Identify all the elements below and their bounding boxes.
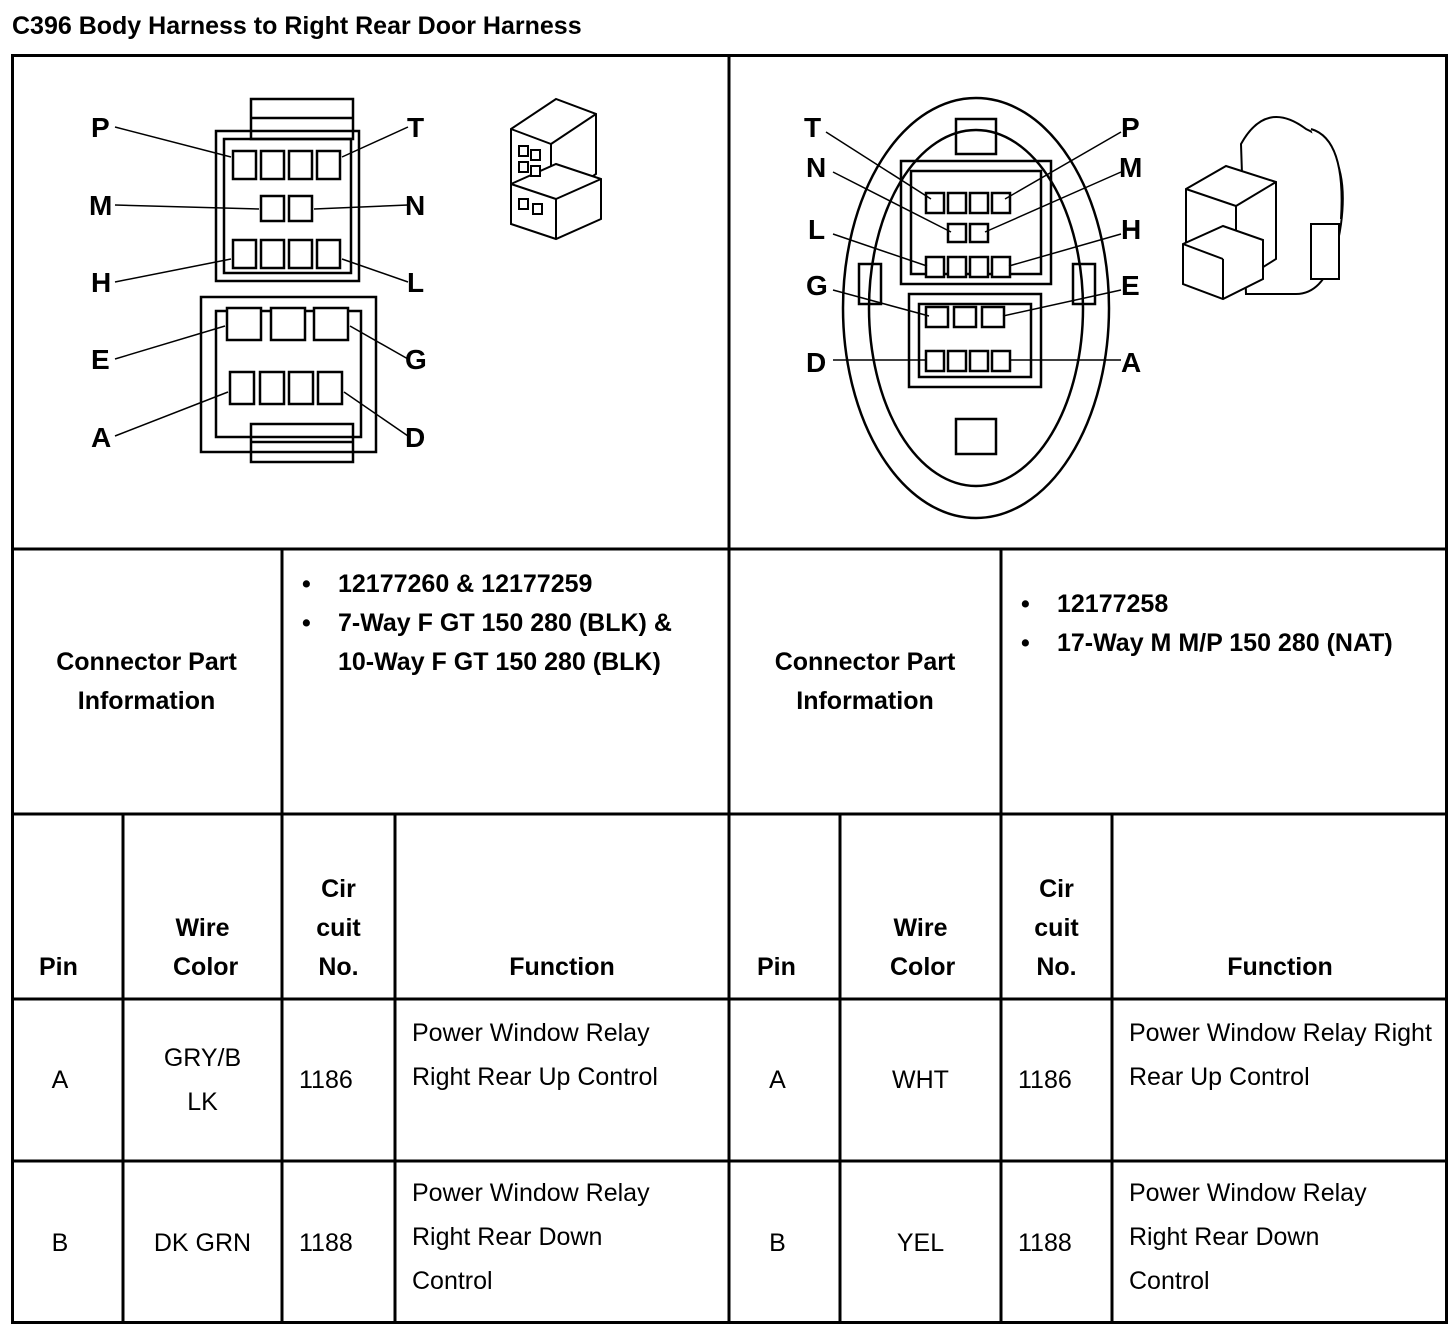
pin-label: T [804,112,821,143]
header-wire-color: Wire Color [173,914,239,981]
pin-label: M [89,190,112,221]
header-circuit-no: Cir cuit No. [1034,875,1079,981]
wire-color-cell: YEL [896,1228,945,1257]
page-title: C396 Body Harness to Right Rear Door Har… [12,12,582,40]
pin-label: P [91,112,110,143]
header-function: Function [1227,953,1333,981]
left-pin-leader-lines [114,126,409,437]
left-connector-cavities [225,149,350,406]
right-connector-info-label: Connector Part Information [774,647,956,715]
pin-label: N [806,152,826,183]
left-connector-face [199,97,378,464]
circuit-cell: 1188 [299,1228,353,1257]
pin-label: L [808,214,825,245]
right-part-description: 17-Way M M/P 150 280 (NAT) [1017,624,1432,663]
function-cell: Power Window Relay Right Rear Down Contr… [412,1179,650,1295]
header-function: Function [509,953,615,981]
function-cell: Power Window Relay Right Rear Down Contr… [1129,1179,1367,1295]
left-connector-part-info: 12177260 & 12177259 7-Way F GT 150 280 (… [282,549,729,814]
pin-label: M [1119,152,1142,183]
wire-color-cell: DK GRN [153,1228,252,1257]
left-part-description: 7-Way F GT 150 280 (BLK) & 10-Way F GT 1… [298,604,713,682]
right-connector-3d-icon [1182,116,1344,301]
pin-label: E [1121,270,1140,301]
connector-diagrams: P T M N H L E G A D [89,96,1344,520]
right-part-numbers: 12177258 [1017,585,1432,624]
header-pin: Pin [757,953,796,981]
left-connector-info-label: Connector Part Information [56,647,237,715]
pin-label: D [806,347,826,378]
pin-label: T [407,112,424,143]
header-wire-color: Wire Color [890,914,956,981]
connector-table: P T M N H L E G A D [11,54,1448,1324]
pin-label: G [405,344,427,375]
pin-label: A [1121,347,1141,378]
pin-label: L [407,267,424,298]
pin-label: G [806,270,828,301]
right-pin-labels: T P N M L H G E D A [804,112,1142,378]
left-pin-labels: P T M N H L E G A D [89,112,427,453]
pin-cell: A [51,1066,69,1094]
right-connector-cavities [924,191,1012,373]
circuit-cell: 1186 [1018,1066,1072,1094]
pin-label: E [91,344,110,375]
pin-label: P [1121,112,1140,143]
pin-label: A [91,422,111,453]
right-connector-part-info: 12177258 17-Way M M/P 150 280 (NAT) [1001,549,1448,814]
pin-label: N [405,190,425,221]
pin-cell: B [769,1228,786,1257]
pin-cell: B [51,1228,69,1257]
function-cell: Power Window Relay Right Rear Up Control [412,1019,658,1091]
wire-color-cell: WHT [892,1066,949,1094]
pin-cell: A [769,1066,786,1094]
left-connector-3d-icon [510,97,602,241]
header-pin: Pin [39,953,78,981]
circuit-cell: 1186 [299,1066,353,1094]
circuit-cell: 1188 [1018,1228,1072,1257]
wire-color-cell: GRY/B LK [163,1044,242,1116]
pin-label: H [1121,214,1141,245]
table-grid [11,54,1448,1324]
pin-label: H [91,267,111,298]
right-pin-leader-lines [825,131,1122,361]
left-part-numbers: 12177260 & 12177259 [298,565,713,604]
pin-label: D [405,422,425,453]
header-circuit-no: Cir cuit No. [316,875,361,981]
function-cell: Power Window Relay Right Rear Up Control [1129,1019,1432,1091]
right-connector-face [841,96,1111,520]
